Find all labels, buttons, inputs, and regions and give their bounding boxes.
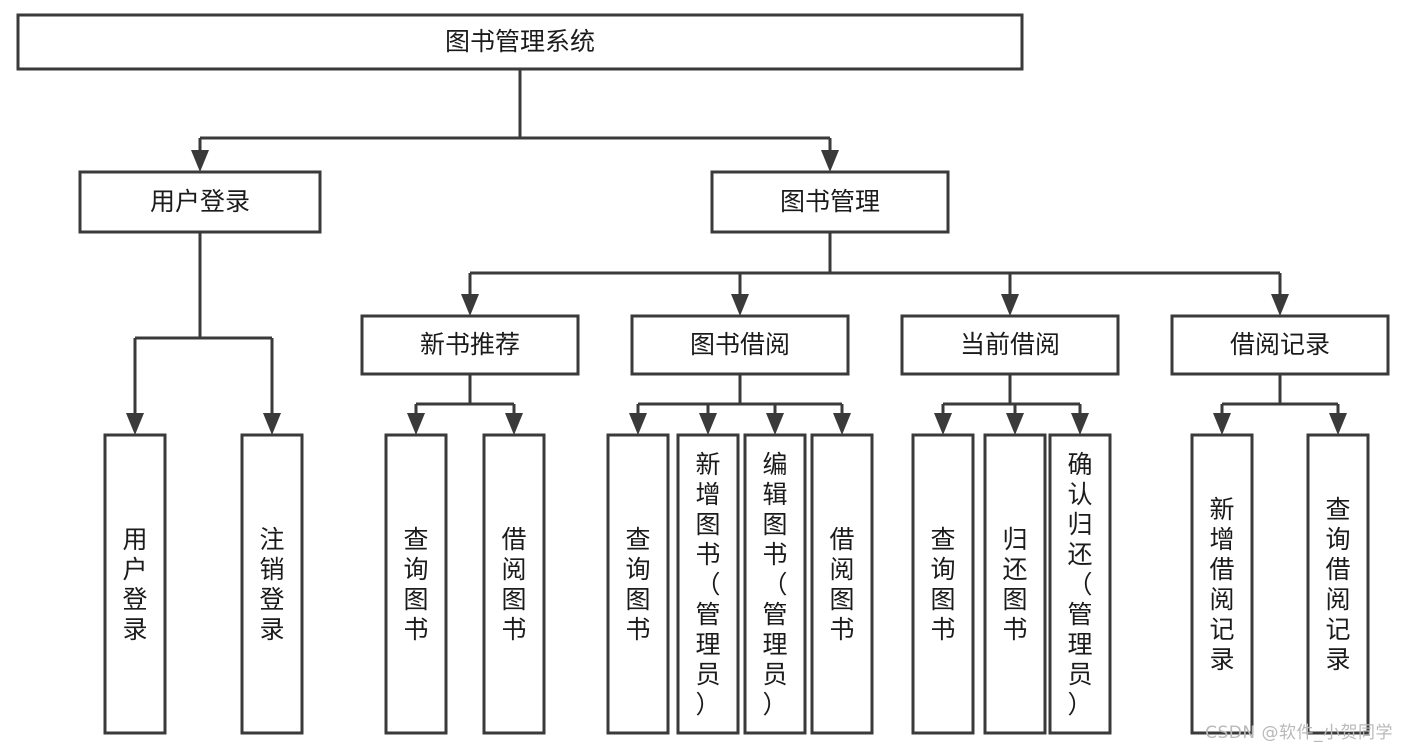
arrow-head-icon [1006,413,1024,435]
node-label: 当前借阅 [960,330,1060,359]
arrow-head-icon [629,413,647,435]
node-box [676,433,740,735]
node-box [630,314,850,376]
node-box [103,433,167,735]
node-label: 新增借阅记录 [1209,495,1234,674]
arrow-head-icon [126,413,144,435]
node-borrow-record[interactable]: 借阅记录 [1170,314,1390,376]
arrow-head-icon [1213,413,1231,435]
node-box [710,170,950,234]
node-user-login[interactable]: 用户登录 [78,170,322,234]
node-box [1048,433,1112,735]
node-leaf-user-logout[interactable]: 注销登录 [240,433,304,735]
node-label: 用户登录 [150,187,250,216]
arrow-head-icon [407,413,425,435]
node-book-borrow[interactable]: 图书借阅 [630,314,850,376]
node-box [1306,433,1370,735]
node-leaf-add-book[interactable]: 新增图书（管理员） [676,433,740,735]
node-box [743,433,807,735]
node-label: 借阅图书 [501,525,526,644]
node-label: 确认归还（管理员） [1067,450,1092,719]
arrow-head-icon [699,413,717,435]
node-label: 图书借阅 [690,330,790,359]
node-leaf-query-record[interactable]: 查询借阅记录 [1306,433,1370,735]
arrow-head-icon [461,294,479,316]
node-label: 查询借阅记录 [1325,495,1350,674]
arrow-head-icon [731,294,749,316]
node-label: 查询图书 [625,525,650,644]
node-label: 归还图书 [1002,525,1027,644]
node-box [360,314,580,376]
node-label: 查询图书 [403,525,428,644]
node-label: 注销登录 [259,525,284,644]
node-box [1170,314,1390,376]
arrow-head-icon [191,150,209,172]
node-label: 借阅记录 [1230,330,1330,359]
node-leaf-borrow-book-1[interactable]: 借阅图书 [482,433,546,735]
arrow-head-icon [263,413,281,435]
node-box [606,433,670,735]
arrow-head-icon [1329,413,1347,435]
arrow-head-icon [1271,294,1289,316]
node-leaf-add-record[interactable]: 新增借阅记录 [1190,433,1254,735]
csdn-watermark: CSDN @软件_小贺同学 [1205,723,1393,743]
arrow-head-icon [1071,413,1089,435]
arrow-head-icon [505,413,523,435]
node-box [810,433,874,735]
node-new-book-recommend[interactable]: 新书推荐 [360,314,580,376]
node-box [78,170,322,234]
node-box [900,314,1120,376]
node-layer: 图书管理系统用户登录图书管理新书推荐图书借阅当前借阅借阅记录用户登录注销登录查询… [16,13,1390,735]
node-label: 借阅图书 [829,525,854,644]
connector-layer [126,69,1347,435]
node-box [482,433,546,735]
node-box [16,13,1024,71]
arrow-head-icon [821,150,839,172]
arrow-head-icon [833,413,851,435]
node-leaf-query-book-2[interactable]: 查询图书 [606,433,670,735]
node-root-system[interactable]: 图书管理系统 [16,13,1024,71]
node-label: 新书推荐 [420,330,520,359]
node-leaf-edit-book[interactable]: 编辑图书（管理员） [743,433,807,735]
node-leaf-query-book-1[interactable]: 查询图书 [384,433,448,735]
arrow-head-icon [934,413,952,435]
node-leaf-confirm-return[interactable]: 确认归还（管理员） [1048,433,1112,735]
node-box [1190,433,1254,735]
node-leaf-borrow-book-2[interactable]: 借阅图书 [810,433,874,735]
node-box [911,433,975,735]
node-leaf-return-book[interactable]: 归还图书 [983,433,1047,735]
arrow-head-icon [766,413,784,435]
node-box [240,433,304,735]
node-leaf-query-book-3[interactable]: 查询图书 [911,433,975,735]
node-current-borrow[interactable]: 当前借阅 [900,314,1120,376]
node-label: 查询图书 [930,525,955,644]
node-label: 用户登录 [122,525,147,644]
arrow-head-icon [1001,294,1019,316]
node-leaf-user-login[interactable]: 用户登录 [103,433,167,735]
node-label: 图书管理系统 [445,27,595,56]
node-label: 新增图书（管理员） [695,450,720,719]
node-label: 编辑图书（管理员） [762,450,787,719]
node-book-manage[interactable]: 图书管理 [710,170,950,234]
node-box [983,433,1047,735]
node-box [384,433,448,735]
node-label: 图书管理 [780,187,880,216]
